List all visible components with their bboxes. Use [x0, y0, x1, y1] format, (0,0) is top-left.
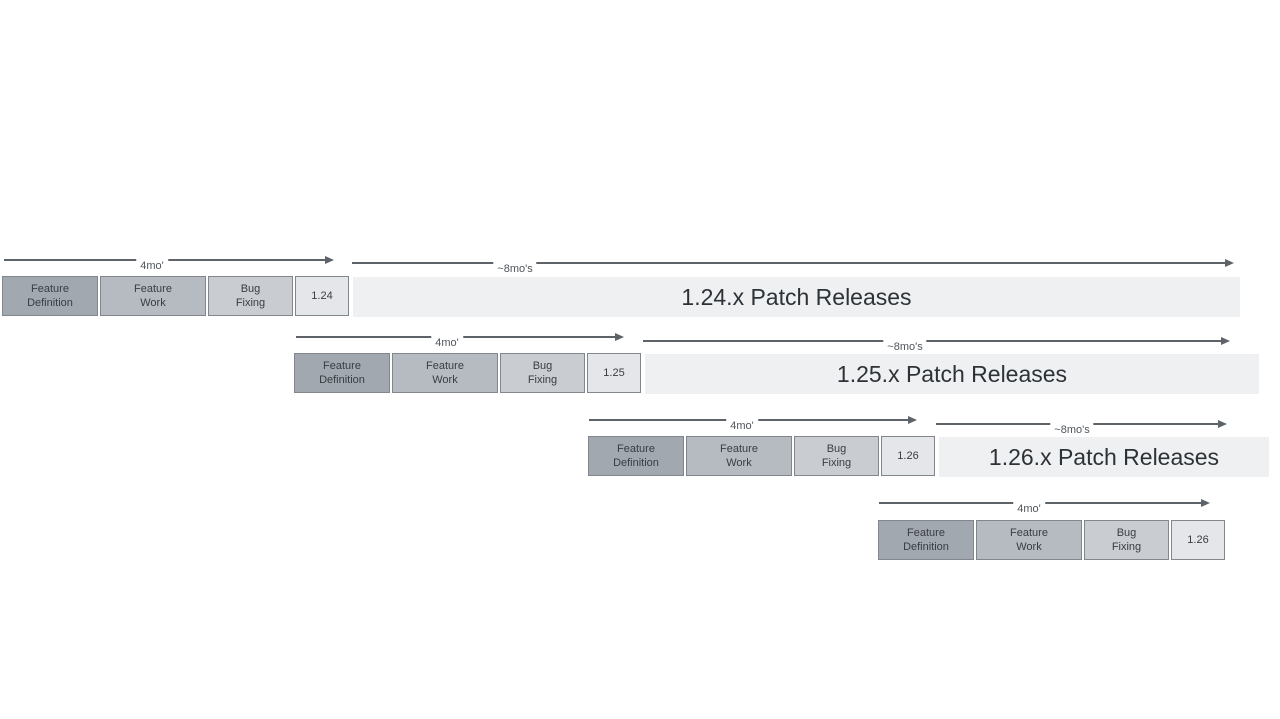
patch-releases-bar: 1.24.x Patch Releases: [353, 277, 1240, 317]
arrowhead-icon: [325, 256, 334, 264]
duration-label: ~8mo's: [493, 260, 537, 277]
arrowhead-icon: [615, 333, 624, 341]
arrowhead-icon: [1221, 337, 1230, 345]
phase-box-feature-definition: Feature Definition: [294, 353, 390, 393]
version-box: 1.25: [587, 353, 641, 393]
timeline-arrow-4mo: 4mo': [879, 499, 1210, 517]
arrowhead-icon: [908, 416, 917, 424]
timeline-arrow-8mo: ~8mo's: [936, 420, 1227, 438]
release-phase-boxes: Feature Definition Feature Work Bug Fixi…: [878, 520, 1225, 560]
phase-box-bug-fixing: Bug Fixing: [1084, 520, 1169, 560]
timeline-arrow-8mo: ~8mo's: [643, 337, 1230, 355]
duration-label: 4mo': [431, 334, 463, 351]
release-phase-boxes: Feature Definition Feature Work Bug Fixi…: [588, 436, 935, 476]
version-box: 1.26: [881, 436, 935, 476]
arrowhead-icon: [1218, 420, 1227, 428]
phase-box-feature-definition: Feature Definition: [588, 436, 684, 476]
phase-box-bug-fixing: Bug Fixing: [208, 276, 293, 316]
phase-box-feature-work: Feature Work: [976, 520, 1082, 560]
patch-releases-bar: 1.25.x Patch Releases: [645, 354, 1259, 394]
timeline-arrow-4mo: 4mo': [296, 333, 624, 351]
phase-box-feature-work: Feature Work: [686, 436, 792, 476]
timeline-arrow-4mo: 4mo': [589, 416, 917, 434]
phase-box-feature-definition: Feature Definition: [2, 276, 98, 316]
duration-label: 4mo': [726, 417, 758, 434]
version-box: 1.24: [295, 276, 349, 316]
release-phase-boxes: Feature Definition Feature Work Bug Fixi…: [294, 353, 641, 393]
release-phase-boxes: Feature Definition Feature Work Bug Fixi…: [2, 276, 349, 316]
arrowhead-icon: [1201, 499, 1210, 507]
arrowhead-icon: [1225, 259, 1234, 267]
patch-releases-label: 1.24.x Patch Releases: [681, 283, 912, 310]
patch-releases-label: 1.25.x Patch Releases: [836, 360, 1068, 387]
patch-releases-label: 1.26.x Patch Releases: [988, 443, 1220, 470]
duration-label: 4mo': [136, 257, 168, 274]
duration-label: ~8mo's: [1050, 421, 1094, 438]
phase-box-feature-work: Feature Work: [392, 353, 498, 393]
timeline-arrow-4mo: 4mo': [4, 256, 334, 274]
timeline-arrow-8mo: ~8mo's: [352, 259, 1234, 277]
patch-releases-bar: 1.26.x Patch Releases: [939, 437, 1269, 477]
phase-box-feature-work: Feature Work: [100, 276, 206, 316]
phase-box-bug-fixing: Bug Fixing: [500, 353, 585, 393]
version-box: 1.26: [1171, 520, 1225, 560]
duration-label: ~8mo's: [883, 338, 927, 355]
phase-box-feature-definition: Feature Definition: [878, 520, 974, 560]
duration-label: 4mo': [1013, 500, 1045, 517]
phase-box-bug-fixing: Bug Fixing: [794, 436, 879, 476]
